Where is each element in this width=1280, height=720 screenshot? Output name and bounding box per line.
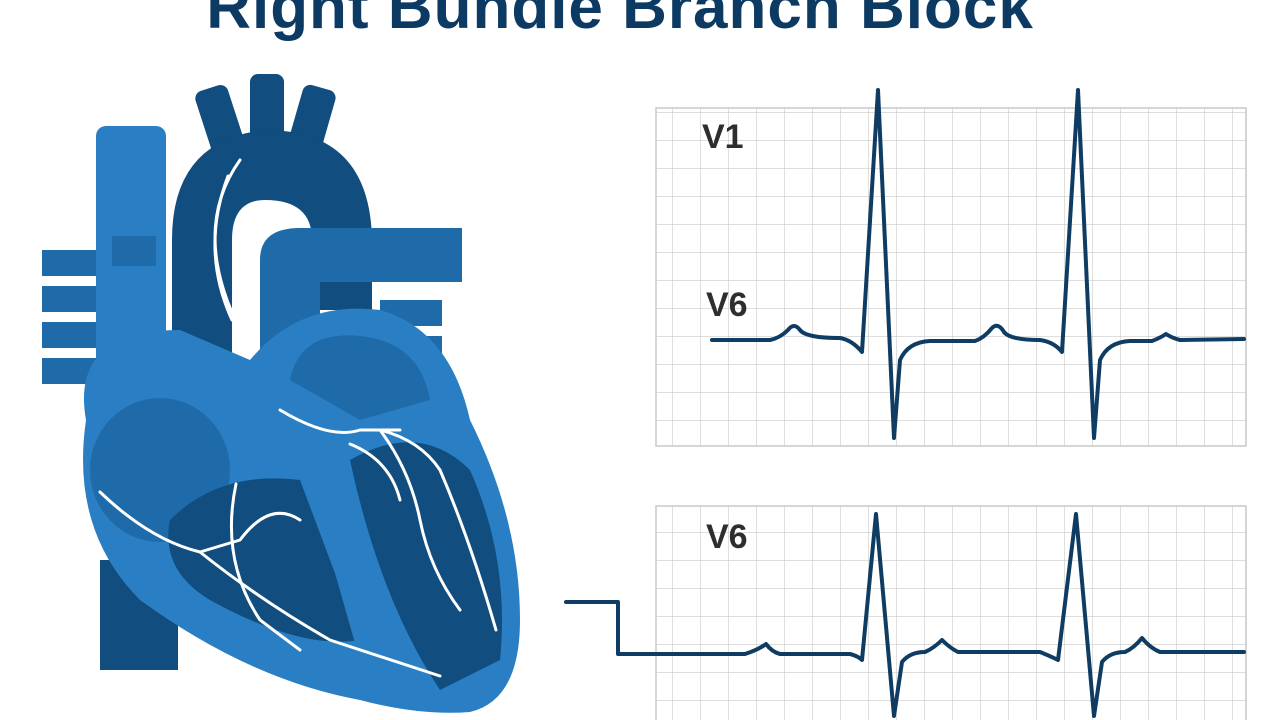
lead-label-v6-bottom: V6	[706, 518, 748, 556]
ecg-trace-top	[710, 88, 1246, 440]
ecg-trace-bottom	[564, 512, 1246, 718]
ecg-grid-bottom	[655, 505, 1247, 720]
ecg-grid-top	[655, 107, 1247, 447]
diagram-title: Right Bundle Branch Block	[206, 0, 1034, 42]
lead-label-v6-top: V6	[706, 286, 748, 324]
conduction-system	[98, 158, 498, 678]
heart-illustration	[42, 74, 520, 713]
lead-label-v1: V1	[702, 118, 744, 156]
